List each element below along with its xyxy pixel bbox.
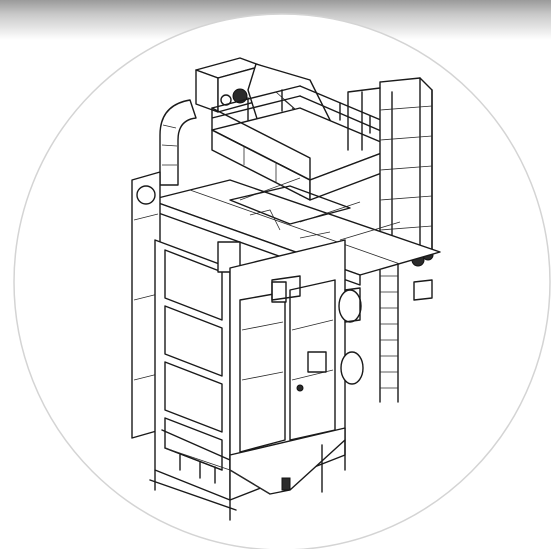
bottom-hopper	[164, 427, 346, 495]
cyclone-duct	[159, 99, 197, 186]
blast-turbines	[338, 287, 364, 385]
upper-platform	[211, 85, 396, 201]
blast-cabinet	[149, 239, 241, 521]
ladder-tower	[347, 77, 434, 403]
